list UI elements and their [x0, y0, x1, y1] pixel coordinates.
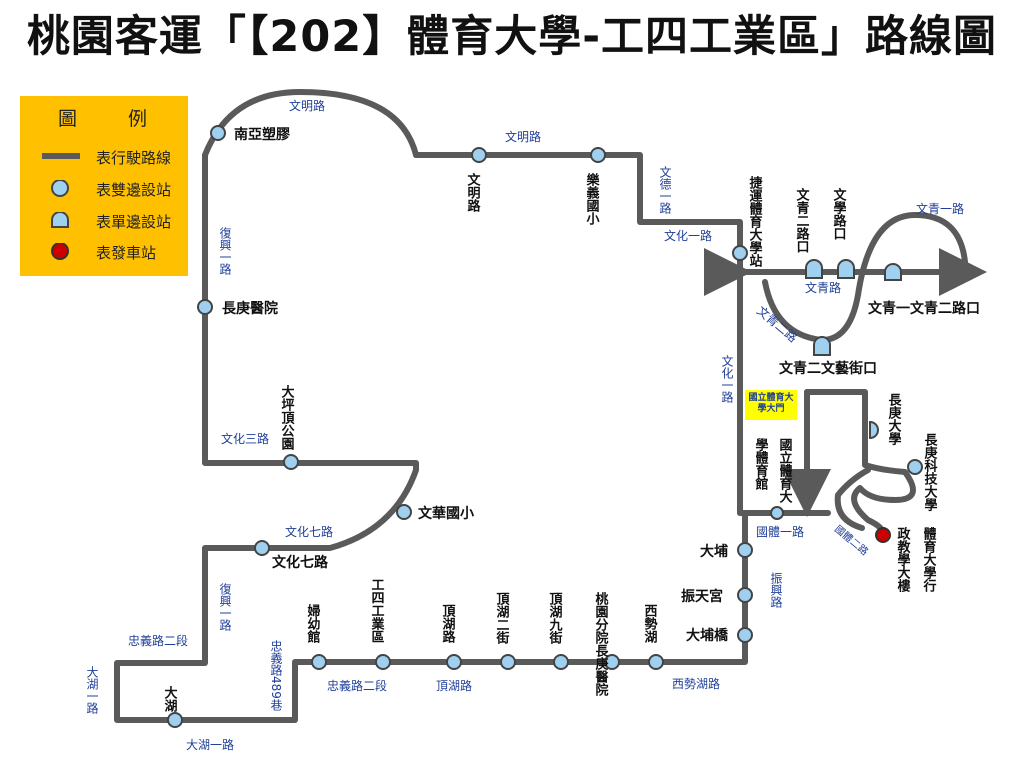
road-label: 文青路: [805, 280, 841, 295]
road-label: 振興路: [769, 572, 783, 609]
road-label: 國體一路: [756, 524, 804, 539]
road-label: 復興一路: [218, 226, 232, 276]
legend-row-single-stop: 表單邊設站: [20, 208, 188, 232]
stop-label: 西勢湖: [642, 604, 658, 644]
stop-label: 大湖: [162, 685, 178, 713]
stop-marker[interactable]: [254, 540, 270, 556]
single-stop-icon: [42, 211, 82, 234]
legend-heading-left: 圖: [58, 108, 78, 130]
university-gate-label: 國立體育大學大門: [745, 390, 797, 420]
stop-marker[interactable]: [197, 299, 213, 315]
road-label: 忠義路489巷: [269, 640, 283, 711]
stop-marker[interactable]: [446, 654, 462, 670]
stop-label: 工四工業區: [369, 578, 386, 643]
terminal-marker[interactable]: [875, 527, 891, 543]
stop-marker[interactable]: [648, 654, 664, 670]
stop-label: 文學路口: [831, 187, 847, 240]
road-label: 文明路: [289, 98, 325, 113]
double-stop-icon: [42, 179, 82, 202]
map-title: 桃園客運「【202】體育大學-工四工業區」路線圖: [26, 12, 998, 62]
stop-label: 文華國小: [418, 505, 474, 522]
road-label: 大湖一路: [186, 737, 234, 752]
stop-label: 桃園分院長庚醫院: [593, 591, 609, 697]
stop-label: 頂湖二街: [494, 592, 511, 645]
stop-label: 婦幼館: [305, 603, 322, 644]
road-label: 國體二路: [832, 522, 871, 558]
road-label: 頂湖路: [436, 678, 472, 693]
legend-row-terminal: 表發車站: [20, 239, 188, 263]
road-label: 忠義路二段: [327, 678, 387, 693]
road-label: 文德一路: [658, 165, 672, 215]
legend-label: 表單邊設站: [96, 213, 172, 231]
stop-label: 頂湖路: [440, 604, 456, 643]
stop-label: 文化七路: [272, 554, 329, 571]
road-label: 文明路: [505, 129, 541, 144]
road-label: 西勢湖路: [672, 676, 720, 691]
legend-label: 表雙邊設站: [96, 181, 172, 199]
stop-marker[interactable]: [311, 654, 327, 670]
stop-label: 振天宮: [681, 588, 723, 605]
terminal-icon: [42, 242, 82, 265]
stop-label: 長庚科技大學: [922, 433, 938, 512]
stop-label: 頂湖九街: [547, 592, 564, 645]
road-label: 文化三路: [221, 431, 269, 446]
stop-label: 政教學大樓: [895, 526, 912, 593]
stop-label: 長庚大學: [886, 393, 902, 446]
stop-label: 文青二路口: [794, 187, 810, 253]
legend-label: 表行駛路線: [96, 149, 172, 167]
stop-label: 大埔橋: [686, 627, 729, 644]
stop-marker[interactable]: [737, 587, 753, 603]
stop-label: 南亞塑膠: [234, 126, 290, 143]
stop-marker[interactable]: [737, 627, 753, 643]
stop-marker[interactable]: [167, 712, 183, 728]
single-stop-marker[interactable]: [837, 259, 855, 279]
legend-label: 表發車站: [96, 244, 157, 262]
stop-marker[interactable]: [590, 147, 606, 163]
stop-label: 學體育館: [753, 437, 769, 491]
stops: [167, 125, 923, 728]
stop-marker[interactable]: [500, 654, 516, 670]
stop-label: 體育大學行: [921, 526, 938, 593]
stop-labels: 南亞塑膠 長庚醫院 文明路 樂義國小 大坪頂公園 文華國小 文化七路 大湖 婦幼…: [162, 126, 981, 713]
road-label: 文青一路: [916, 201, 964, 216]
legend-row-route: 表行駛路線: [20, 144, 188, 168]
stop-label: 文明路: [465, 172, 481, 212]
road-label: 文化一路: [664, 228, 712, 243]
legend-row-double-stop: 表雙邊設站: [20, 176, 188, 200]
road-label: 忠義路二段: [128, 633, 188, 648]
stop-marker[interactable]: [907, 459, 923, 475]
stop-marker[interactable]: [283, 454, 299, 470]
stop-marker[interactable]: [604, 654, 620, 670]
stop-label: 長庚醫院: [222, 300, 278, 317]
road-label: 文化七路: [285, 524, 333, 539]
stop-marker[interactable]: [770, 506, 784, 520]
single-stop-marker[interactable]: [805, 259, 823, 279]
single-stops: [805, 259, 902, 440]
stop-label: 大埔: [700, 543, 728, 560]
stop-marker[interactable]: [375, 654, 391, 670]
road-label: 復興一路: [218, 582, 232, 632]
single-stop-marker[interactable]: [884, 263, 902, 281]
legend-heading-right: 例: [128, 108, 148, 130]
route-line-icon: [42, 148, 82, 168]
stop-marker[interactable]: [396, 504, 412, 520]
stop-label: 大坪頂公園: [279, 384, 295, 451]
stop-label: 樂義國小: [584, 172, 600, 226]
stop-label: 國立體育大: [777, 438, 793, 504]
single-stop-marker[interactable]: [813, 336, 831, 356]
stop-marker[interactable]: [732, 245, 748, 261]
road-label: 大湖一路: [85, 666, 99, 715]
stop-marker[interactable]: [471, 147, 487, 163]
legend: 圖 例 表行駛路線 表雙邊設站 表單邊設站 表發車站: [20, 96, 188, 276]
stop-label: 文青二文藝街口: [779, 360, 877, 377]
stop-marker[interactable]: [210, 125, 226, 141]
stop-label: 文青一文青二路口: [868, 300, 980, 317]
single-stop-marker[interactable]: [869, 420, 879, 440]
stop-label: 捷運體育大學站: [747, 175, 763, 268]
road-label: 文化一路: [720, 354, 734, 404]
stop-marker[interactable]: [737, 542, 753, 558]
stop-marker[interactable]: [553, 654, 569, 670]
